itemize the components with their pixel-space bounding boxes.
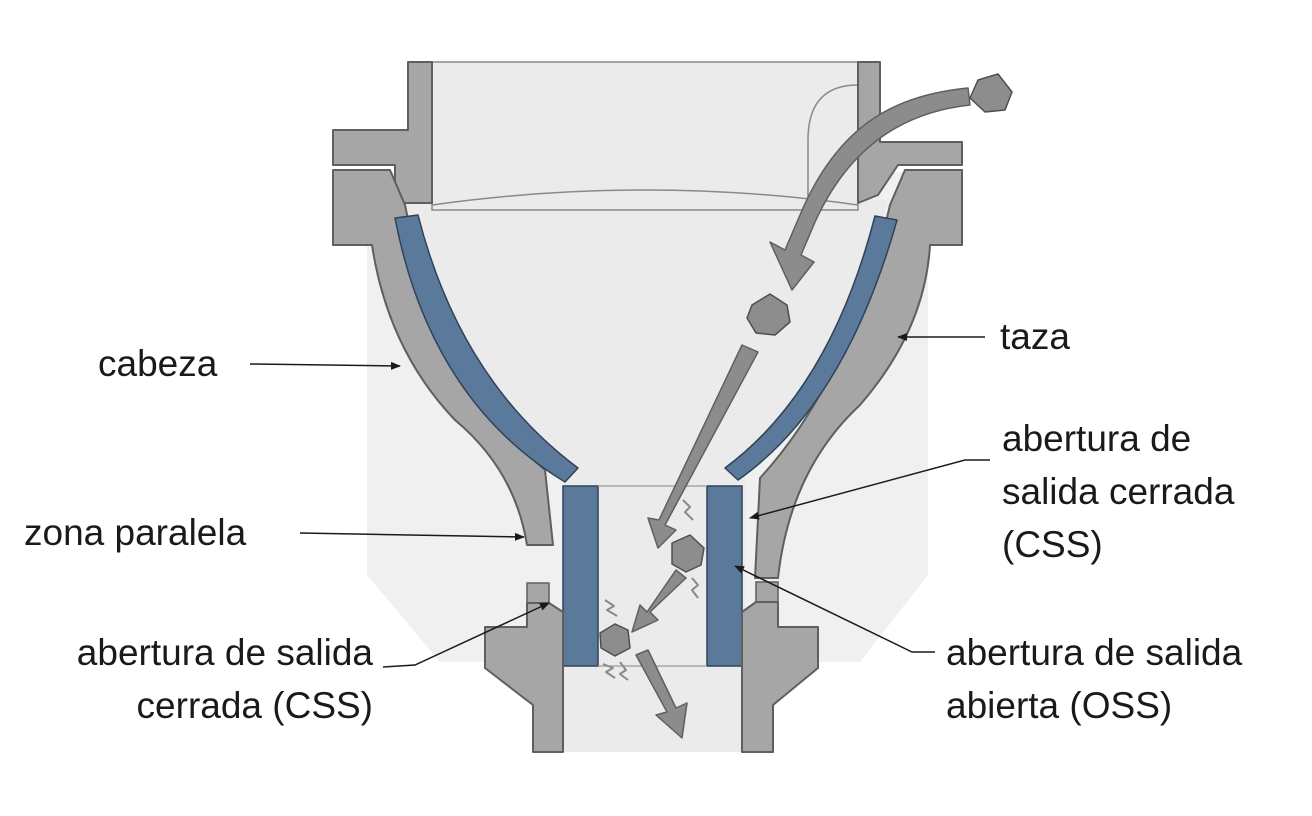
left-parallel-liner — [562, 485, 599, 667]
label-css-right-line1: abertura de — [1002, 418, 1192, 459]
label-zona-paralela: zona paralela — [24, 506, 246, 559]
label-css-left: abertura de salida cerrada (CSS) — [77, 626, 373, 732]
feed-arrow-top — [769, 87, 971, 291]
rock-top — [969, 73, 1013, 113]
label-css-right: abertura de salida cerrada (CSS) — [1002, 412, 1234, 571]
label-taza: taza — [1000, 310, 1070, 363]
label-zona-paralela-text: zona paralela — [24, 512, 247, 553]
label-cabeza-text: cabeza — [98, 343, 218, 384]
label-css-right-line3: (CSS) — [1002, 524, 1103, 565]
left-gap-block — [526, 582, 550, 604]
rock-middle — [746, 293, 791, 336]
label-oss-right-line1: abertura de salida — [946, 632, 1243, 673]
crush-sparks — [602, 499, 699, 681]
right-liner — [724, 215, 898, 481]
left-upper-flange — [332, 61, 433, 204]
flow-arrow-lower — [631, 569, 687, 633]
right-upper-flange — [857, 61, 963, 204]
feed-opening — [431, 61, 859, 211]
rock-lower — [599, 623, 631, 657]
feed-curve — [431, 189, 859, 206]
leader-zona-paralela — [299, 532, 525, 541]
discharge-arrow — [635, 649, 688, 739]
right-lower-flange — [741, 601, 819, 753]
leader-oss-right — [734, 565, 935, 653]
label-oss-right: abertura de salida abierta (OSS) — [946, 626, 1242, 732]
label-cabeza: cabeza — [98, 337, 217, 390]
feed-arrow-middle — [647, 344, 759, 549]
leader-cabeza — [249, 361, 401, 370]
label-css-right-line2: salida cerrada — [1002, 471, 1235, 512]
left-lower-flange — [484, 602, 564, 753]
label-taza-text: taza — [1000, 316, 1070, 357]
crushing-chamber — [398, 200, 888, 752]
right-parallel-liner — [706, 485, 743, 667]
label-css-left-line2: cerrada (CSS) — [136, 685, 373, 726]
rock-parallel-zone — [671, 534, 705, 573]
feed-guide-curve — [807, 84, 880, 210]
left-liner — [394, 214, 579, 483]
label-oss-right-line2: abierta (OSS) — [946, 685, 1173, 726]
leader-css-right — [749, 459, 990, 520]
label-css-left-line1: abertura de salida — [76, 632, 373, 673]
leader-css-left — [382, 602, 550, 668]
